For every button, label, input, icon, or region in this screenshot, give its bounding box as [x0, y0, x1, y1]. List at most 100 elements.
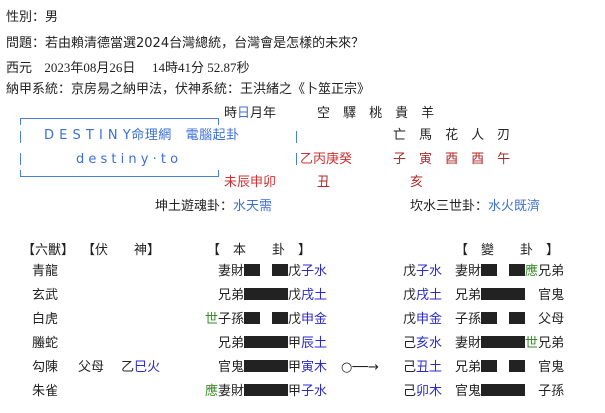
heavenly-stem: 甲 [287, 336, 301, 351]
ben-gua-name: 水天需 [233, 199, 273, 214]
yang-line [243, 288, 288, 300]
beast-cell: 勾陳 [32, 360, 59, 375]
logo-box-left-bar [20, 153, 21, 165]
heavenly-stem: 己 [403, 384, 417, 399]
earthly-branch: 子水 [416, 264, 443, 279]
system-value: 京房易之納甲法，伏神系統：王洪緒之《卜筮正宗》 [71, 82, 371, 97]
ben-relation: 官鬼 [538, 288, 565, 303]
ying-mark: 應 [204, 384, 218, 399]
logo-brand-en: D E S T I N Y [44, 128, 132, 143]
beast-cell: 玄武 [32, 288, 59, 303]
logo-brand-cn: 命理網 [131, 128, 172, 143]
yang-line [481, 288, 526, 300]
shensha-top: 空 驛 桃 貴 羊 [317, 106, 434, 122]
question-value: 若由賴清德當選2024台灣總統，台灣會是怎樣的未來？ [45, 36, 365, 51]
six-relation: 兄弟 [217, 288, 244, 303]
earthly-branch: 子水 [300, 384, 327, 399]
heavenly-stem: 戊 [287, 288, 301, 303]
earthly-branch: 申金 [300, 312, 327, 327]
yang-line [481, 384, 526, 396]
yin-line [481, 264, 526, 276]
moving-line-arrow: ○──→ [341, 360, 379, 375]
question-label: 問題： [6, 36, 46, 51]
ben-relation: 父母 [538, 312, 565, 327]
yin-line [243, 312, 288, 324]
six-relation: 妻財 [442, 264, 482, 279]
logo-box-bottom [20, 170, 219, 177]
header-ben-gua: 【 本 卦 】 [207, 243, 312, 258]
gender-value: 男 [45, 10, 59, 25]
ben-gua-title: 坤土遊魂卦：水天需 [155, 199, 272, 215]
logo-box-left-bar [20, 131, 21, 143]
heavenly-stem: 戊 [287, 312, 301, 327]
six-relation: 兄弟 [442, 288, 482, 303]
yang-line [243, 336, 288, 348]
beast-cell: 螣蛇 [32, 336, 59, 351]
shensha-yi: 驛 [343, 106, 357, 121]
beast-cell: 青龍 [32, 264, 59, 279]
beast-cell: 白虎 [32, 312, 59, 327]
yin-line [481, 312, 526, 324]
bian-gua-line: 戊申金 子孫 父母 [403, 312, 564, 328]
heavenly-stem: 戊 [403, 312, 417, 327]
question-line: 問題：若由賴清德當選2024台灣總統，台灣會是怎樣的未來？ [6, 36, 364, 52]
system-label: 納甲系統： [6, 82, 72, 97]
bian-gua-line: 戊子水 妻財應兄弟 [403, 264, 564, 280]
logo-box-top [20, 118, 219, 125]
earthly-branch: 子水 [300, 264, 327, 279]
date-label: 西元 [6, 61, 33, 76]
beast-cell: 朱雀 [32, 384, 59, 399]
header-fushen: 【伏 神】 [82, 243, 161, 258]
six-relation: 妻財 [217, 264, 244, 279]
shensha-values: 子 寅 酉 酉 午 [393, 152, 510, 168]
fushen-branch: 巳火 [134, 360, 161, 375]
ying-mark: 應 [525, 264, 539, 279]
shensha-yima-2: 亥 [410, 175, 424, 190]
yang-line [481, 336, 526, 348]
heavenly-stem: 戊 [403, 264, 417, 279]
ben-gua-line: 官鬼甲寅木 [218, 360, 327, 376]
shensha-second: 亡 馬 花 人 刃 [393, 128, 510, 144]
ben-relation: 官鬼 [538, 360, 565, 375]
shensha-value: 寅 [419, 152, 433, 167]
six-relation: 妻財 [217, 384, 244, 399]
earthly-branch: 卯木 [416, 384, 443, 399]
spacer [525, 288, 538, 303]
ben-gua-line: 應妻財 甲子水 [205, 384, 327, 400]
pillar-header: 時日月年 [224, 106, 276, 122]
fushen-relation: 父母 [78, 360, 105, 375]
earthly-branch: 亥水 [416, 336, 443, 351]
shensha-yang: 羊 [421, 106, 435, 121]
shi-mark: 世 [525, 336, 539, 351]
pillar-branches: 未辰申卯 [224, 175, 277, 190]
earthly-branch: 戌土 [300, 288, 327, 303]
gender-label: 性別： [6, 10, 46, 25]
yang-line [243, 384, 288, 396]
ben-gua-line: 兄弟甲辰土 [218, 336, 327, 352]
ben-gua-line: 世子孫戊申金 [205, 312, 327, 328]
logo-tag: 電腦起卦 [185, 128, 240, 143]
earthly-branch: 丑土 [416, 360, 443, 375]
shensha-value: 酉 [471, 152, 485, 167]
yang-line [243, 360, 288, 372]
date-value: 2023年08月26日 [44, 60, 136, 75]
fushen-stem: 乙 [104, 360, 135, 375]
shi-mark: 世 [204, 312, 218, 327]
logo-box-right-bar [296, 153, 297, 165]
system-line: 納甲系統：京房易之納甲法，伏神系統：王洪緒之《卜筮正宗》 [6, 82, 370, 98]
earthly-branch: 寅木 [300, 360, 327, 375]
pillar-stems: 乙丙庚癸 [300, 152, 353, 167]
shensha-value: 子 [393, 152, 407, 167]
spacer [525, 384, 538, 399]
pillar-hour: 時 [224, 106, 238, 121]
heavenly-stem: 戊 [403, 288, 417, 303]
earthly-branch: 申金 [416, 312, 443, 327]
yin-line [481, 360, 526, 372]
bian-gua-name: 水火既濟 [488, 199, 541, 214]
heavenly-stem: 甲 [287, 384, 301, 399]
gender-line: 性別：男 [6, 10, 58, 26]
six-relation: 官鬼 [217, 360, 244, 375]
shensha-ma: 馬 [419, 128, 433, 143]
logo-line1: D E S T I N Y命理網 電腦起卦 [44, 128, 240, 144]
ben-relation: 兄弟 [538, 336, 565, 351]
